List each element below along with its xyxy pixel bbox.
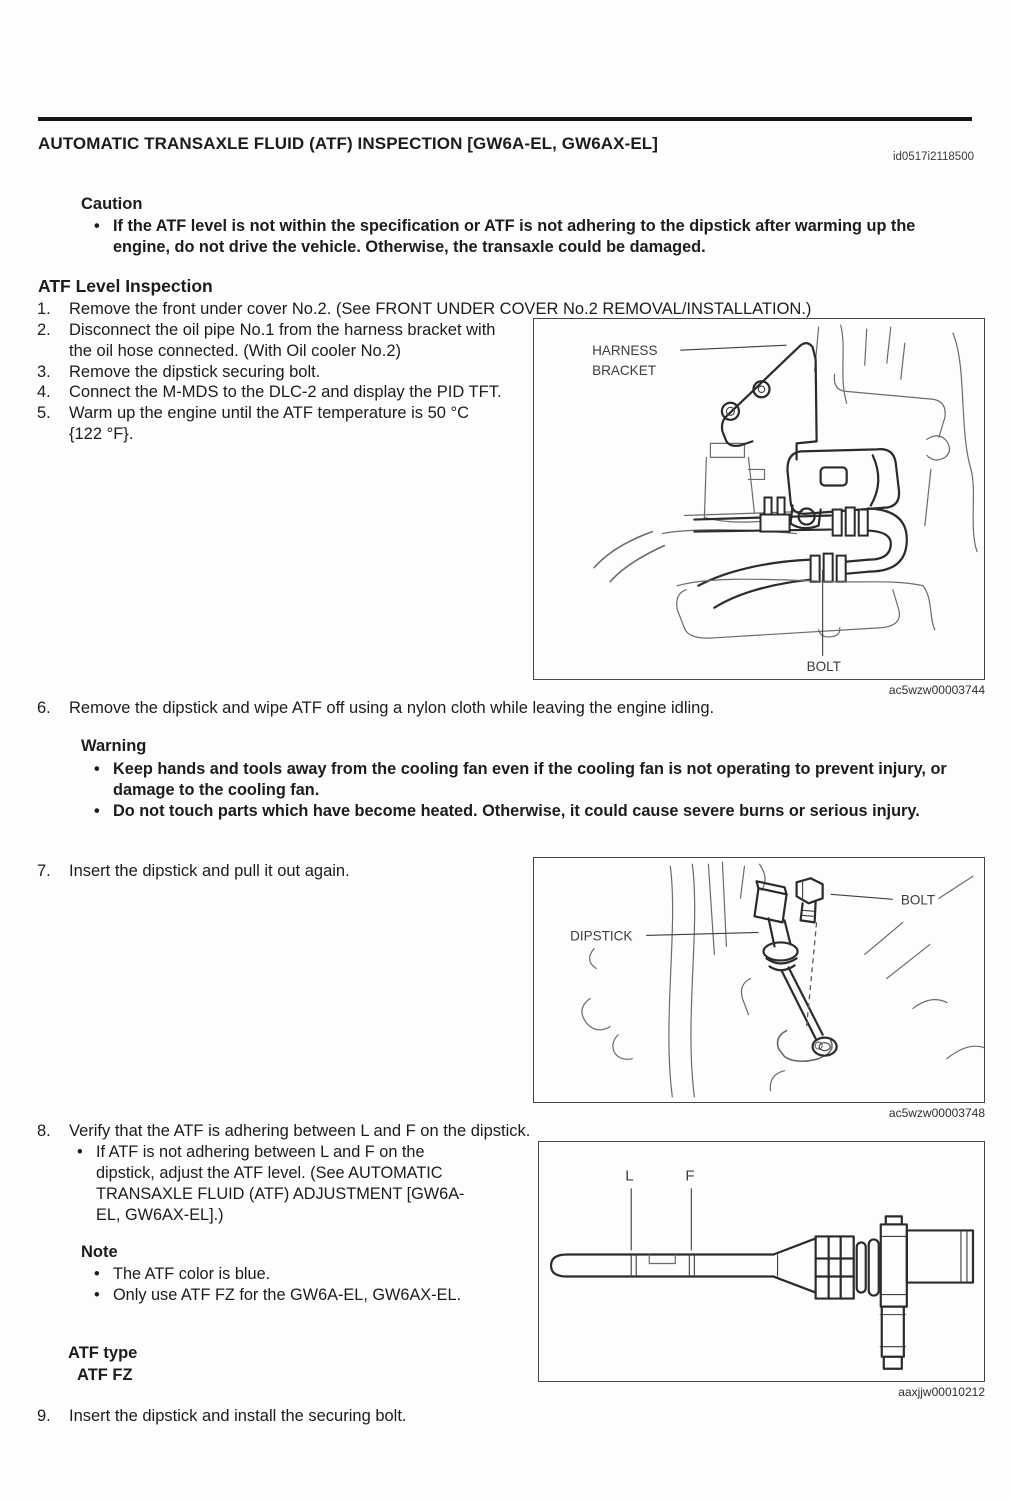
step-9: 9. Insert the dipstick and install the s…	[37, 1406, 637, 1427]
step-text: Remove the dipstick securing bolt.	[69, 362, 321, 381]
step-number: 6.	[37, 699, 51, 717]
figure-dipstick-location: DIPSTICK BOLT	[533, 857, 985, 1103]
page-title: AUTOMATIC TRANSAXLE FLUID (ATF) INSPECTI…	[38, 134, 659, 153]
figure1-harness-label-line1: HARNESS	[592, 343, 657, 358]
caution-item-text: If the ATF level is not within the speci…	[113, 217, 916, 256]
warning-item: Do not touch parts which have become hea…	[94, 801, 972, 822]
step-1: 1. Remove the front under cover No.2. (S…	[37, 299, 967, 320]
step-8-subitem-text: If ATF is not adhering between L and F o…	[96, 1143, 465, 1224]
step-4: 4. Connect the M-MDS to the DLC-2 and di…	[37, 382, 507, 403]
warning-item: Keep hands and tools away from the cooli…	[94, 759, 972, 801]
step-number: 2.	[37, 321, 51, 339]
step-number: 4.	[37, 383, 51, 402]
figure-dipstick-marks: L F	[538, 1141, 985, 1382]
bullet-icon	[77, 1142, 96, 1226]
step-8: 8. Verify that the ATF is adhering betwe…	[37, 1121, 967, 1142]
bullet-icon	[94, 801, 113, 822]
step-number: 3.	[37, 362, 51, 381]
note-heading: Note	[81, 1243, 118, 1261]
caution-item: If the ATF level is not within the speci…	[94, 216, 972, 258]
bullet-icon	[94, 216, 113, 258]
step-2: 2. Disconnect the oil pipe No.1 from the…	[37, 320, 507, 362]
step-text: Insert the dipstick and install the secu…	[69, 1407, 407, 1425]
note-item-text: Only use ATF FZ for the GW6A-EL, GW6AX-E…	[113, 1286, 462, 1304]
figure3-F-mark-label: F	[685, 1167, 694, 1184]
bullet-icon	[94, 1285, 113, 1306]
step-list: 2. Disconnect the oil pipe No.1 from the…	[37, 320, 507, 445]
step-3: 3. Remove the dipstick securing bolt.	[37, 362, 507, 383]
figure1-bolt-label: BOLT	[807, 659, 841, 674]
figure1-harness-label-line2: BRACKET	[592, 363, 656, 378]
figure2-caption: ac5wzw00003748	[888, 1106, 985, 1120]
figure2-dipstick-label: DIPSTICK	[570, 928, 632, 943]
figure1-caption: ac5wzw00003744	[888, 683, 985, 697]
note-item: The ATF color is blue.	[94, 1264, 494, 1285]
step-number: 5.	[37, 404, 51, 423]
step-5: 5. Warm up the engine until the ATF temp…	[37, 403, 507, 445]
step-number: 1.	[37, 300, 51, 318]
step-number: 9.	[37, 1407, 51, 1425]
dipstick-location-illustration: DIPSTICK BOLT	[570, 861, 984, 1098]
figure-harness-bracket: BOLT HARNESS BRACKET	[533, 318, 985, 680]
bullet-icon	[94, 1264, 113, 1285]
step-7: 7. Insert the dipstick and pull it out a…	[37, 861, 537, 882]
warning-item-text: Do not touch parts which have become hea…	[113, 802, 920, 820]
step-text: Warm up the engine until the ATF tempera…	[69, 404, 470, 443]
note-item-text: The ATF color is blue.	[113, 1265, 271, 1283]
figure2-bolt-label: BOLT	[901, 892, 935, 907]
step-text: Remove the dipstick and wipe ATF off usi…	[69, 699, 715, 717]
step-6: 6. Remove the dipstick and wipe ATF off …	[37, 698, 967, 719]
note-item: Only use ATF FZ for the GW6A-EL, GW6AX-E…	[94, 1285, 494, 1306]
step-number: 7.	[37, 862, 51, 880]
warning-heading: Warning	[81, 737, 147, 755]
step-number: 8.	[37, 1122, 51, 1140]
dipstick-marks-illustration: L F	[549, 1167, 975, 1370]
step-text: Verify that the ATF is adhering between …	[69, 1122, 531, 1140]
step-text: Disconnect the oil pipe No.1 from the ha…	[69, 321, 496, 360]
top-rule	[38, 117, 972, 121]
figure3-caption: aaxjjw00010212	[898, 1385, 985, 1399]
harness-bracket-illustration: BOLT HARNESS BRACKET	[592, 324, 978, 674]
document-id: id0517i2118500	[892, 151, 974, 163]
bullet-icon	[94, 759, 113, 801]
step-text: Remove the front under cover No.2. (See …	[69, 300, 812, 318]
atf-type-heading: ATF type	[68, 1344, 138, 1362]
step-8-subitem: If ATF is not adhering between L and F o…	[77, 1142, 497, 1226]
atf-type-value: ATF FZ	[77, 1366, 133, 1384]
step-text: Connect the M-MDS to the DLC-2 and displ…	[69, 383, 502, 402]
step-text: Insert the dipstick and pull it out agai…	[69, 862, 350, 880]
section-heading: ATF Level Inspection	[38, 276, 213, 296]
figure3-L-mark-label: L	[625, 1167, 633, 1184]
caution-heading: Caution	[81, 195, 143, 213]
warning-item-text: Keep hands and tools away from the cooli…	[113, 760, 947, 799]
